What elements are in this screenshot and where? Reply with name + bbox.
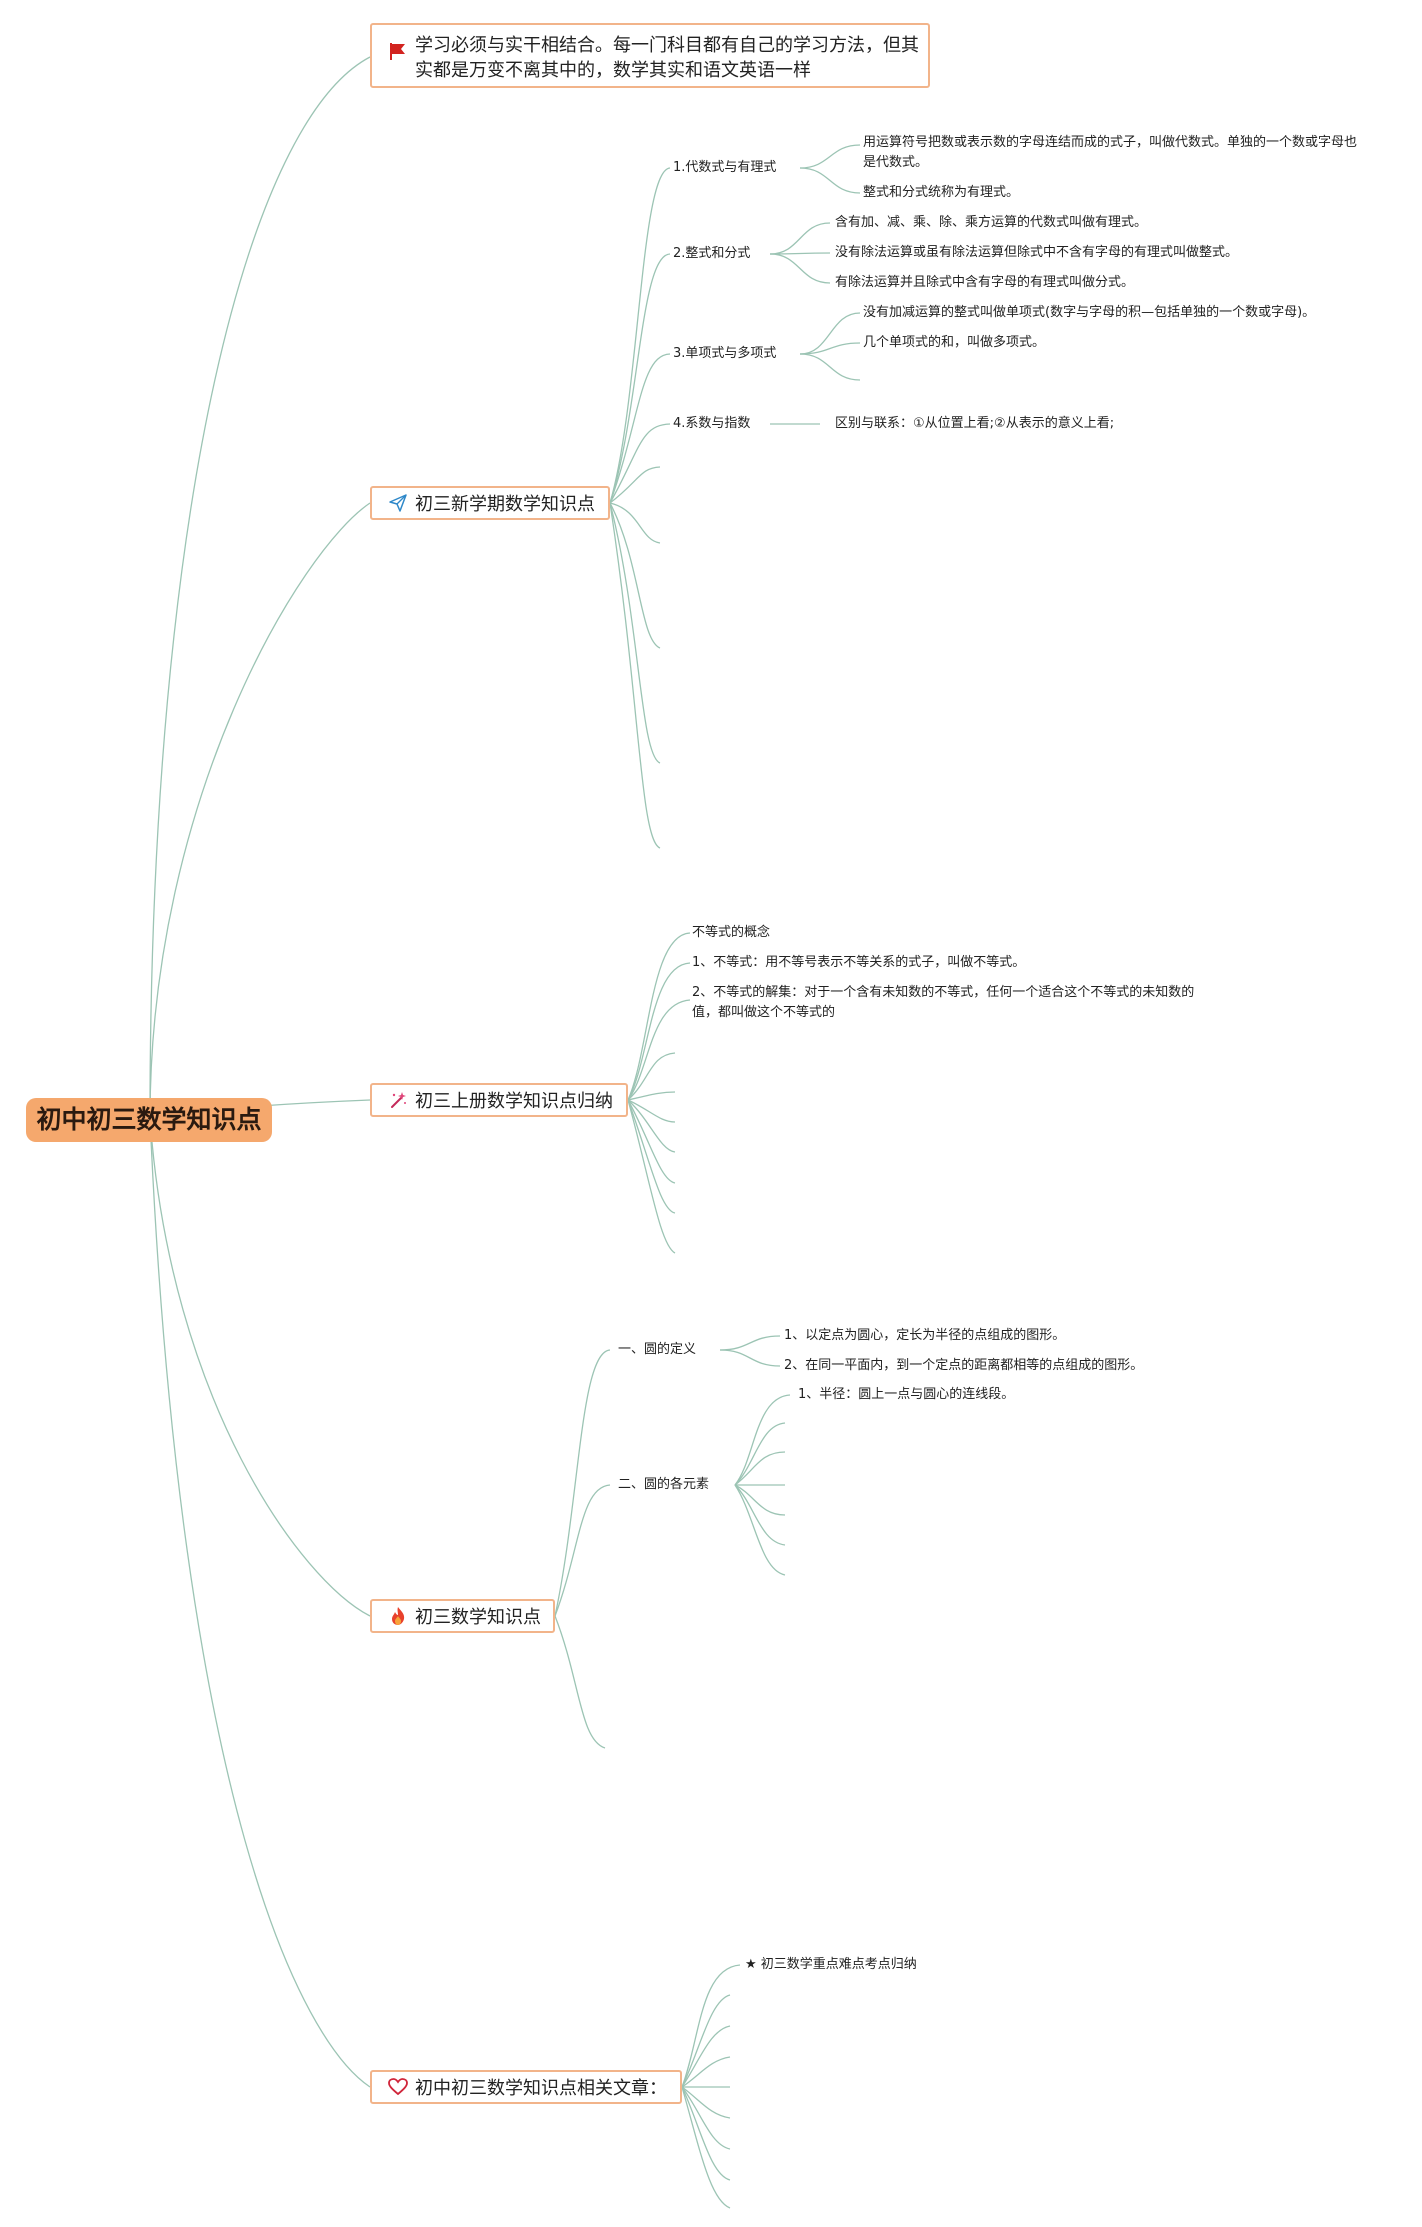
leaf-text: 不等式的概念: [692, 925, 771, 940]
branch-label: 初三新学期数学知识点: [415, 494, 595, 515]
leaf-text: 用运算符号把数或表示数的字母连结而成的式子，叫做代数式。单独的一个数或字母也是代…: [863, 135, 1358, 170]
link-root-b1: [149, 502, 371, 1119]
branch-label: 初三上册数学知识点归纳: [415, 1091, 613, 1112]
leaf-text: 有除法运算并且除式中含有字母的有理式叫做分式。: [835, 275, 1135, 290]
related-article-link[interactable]: ★ 初三数学重点难点考点归纳: [745, 1957, 917, 1972]
branch-grade-nine-math[interactable]: 初三数学知识点: [370, 1599, 555, 1633]
link-root-intro: [149, 56, 371, 1119]
branch-label: 初中初三数学知识点相关文章：: [415, 2078, 667, 2099]
leaf-text: 没有除法运算或虽有除法运算但除式中不含有字母的有理式叫做整式。: [835, 245, 1239, 260]
root-topic[interactable]: 初中初三数学知识点: [26, 1098, 272, 1142]
intro-text: 学习必须与实干相结合。每一门科目都有自己的学习方法，但其实都是万变不离其中的，数…: [415, 35, 919, 81]
intro-topic[interactable]: 学习必须与实干相结合。每一门科目都有自己的学习方法，但其实都是万变不离其中的，数…: [370, 23, 930, 88]
leaf-text: 区别与联系：①从位置上看;②从表示的意义上看;: [835, 416, 1115, 431]
magic-wand-icon: [388, 1090, 408, 1110]
topic-monomial-polynomial[interactable]: 3.单项式与多项式: [673, 346, 777, 361]
leaf-text: 1、不等式：用不等号表示不等关系的式子，叫做不等式。: [692, 955, 1026, 970]
leaf-text: 几个单项式的和，叫做多项式。: [863, 335, 1046, 350]
topic-algebraic-expression[interactable]: 1.代数式与有理式: [673, 160, 777, 175]
leaf-text: 1、以定点为圆心，定长为半径的点组成的图形。: [784, 1328, 1066, 1343]
fire-icon: [388, 1606, 408, 1626]
link-root-b3: [149, 1117, 371, 1617]
red-flag-icon: [388, 41, 408, 61]
link-root-b4: [149, 1117, 371, 2088]
branch-first-volume[interactable]: 初三上册数学知识点归纳: [370, 1083, 628, 1117]
leaf-text: 2、在同一平面内，到一个定点的距离都相等的点组成的图形。: [784, 1358, 1144, 1373]
branch-new-semester[interactable]: 初三新学期数学知识点: [370, 486, 610, 520]
heart-icon: [388, 2077, 408, 2097]
topic-integral-fraction[interactable]: 2.整式和分式: [673, 246, 751, 261]
leaf-text: 1、半径：圆上一点与圆心的连线段。: [798, 1387, 1015, 1402]
leaf-text: 整式和分式统称为有理式。: [863, 185, 1020, 200]
leaf-text: 含有加、减、乘、除、乘方运算的代数式叫做有理式。: [835, 215, 1148, 230]
branch-label: 初三数学知识点: [415, 1607, 541, 1628]
topic-circle-definition[interactable]: 一、圆的定义: [618, 1342, 697, 1357]
paper-plane-icon: [388, 493, 408, 513]
branch-related-articles[interactable]: 初中初三数学知识点相关文章：: [370, 2070, 682, 2104]
leaf-text: 没有加减运算的整式叫做单项式(数字与字母的积—包括单独的一个数或字母)。: [863, 305, 1316, 320]
topic-circle-elements[interactable]: 二、圆的各元素: [618, 1477, 710, 1492]
leaf-text: 2、不等式的解集：对于一个含有未知数的不等式，任何一个适合这个不等式的未知数的值…: [692, 985, 1195, 1020]
topic-coefficient-exponent[interactable]: 4.系数与指数: [673, 416, 751, 431]
